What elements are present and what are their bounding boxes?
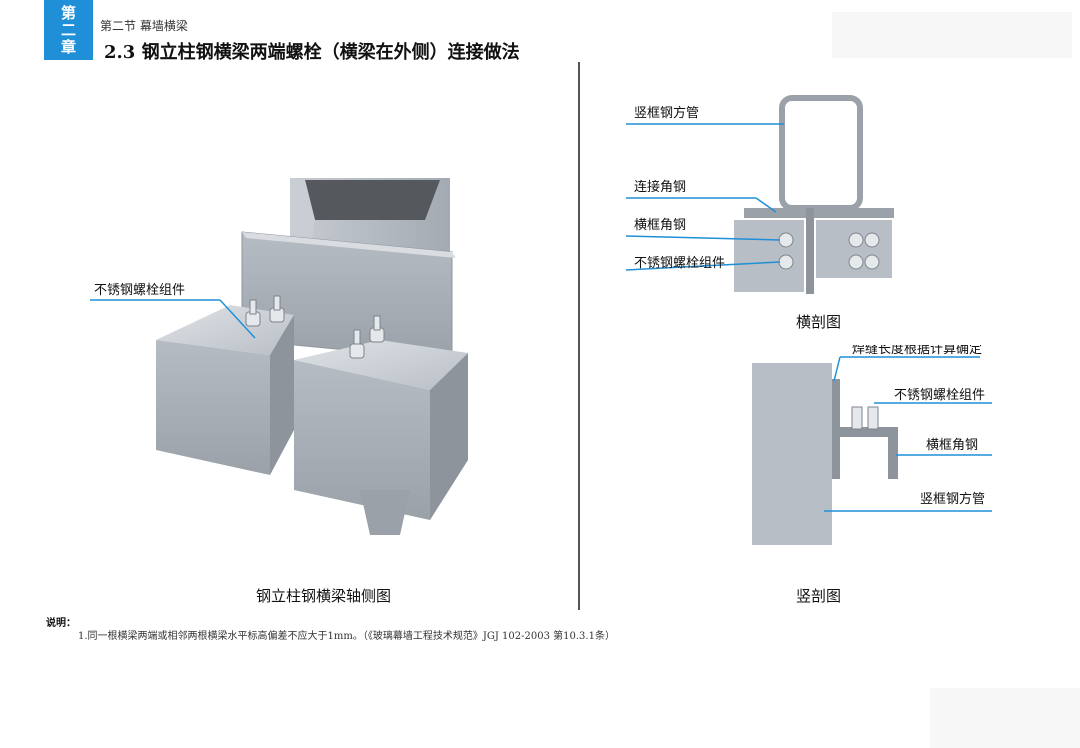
cross-label: 连接角钢 [634, 179, 686, 195]
vertical-label: 横框角钢 [926, 438, 978, 453]
cross-section-caption: 横剖图 [796, 313, 842, 331]
notes-heading: 说明： [46, 618, 76, 629]
top-right-blank [832, 12, 1072, 58]
isometric-figure: 不锈钢螺栓组件 [90, 178, 468, 535]
section-label: 第二节 幕墙横梁 [100, 19, 188, 33]
cross-label: 不锈钢螺栓组件 [634, 256, 725, 271]
chapter-tab: 第 二 章 [44, 0, 93, 60]
iso-callout-label: 不锈钢螺栓组件 [94, 283, 185, 298]
page-title: 2.3 钢立柱钢横梁两端螺栓（横梁在外侧）连接做法 [104, 42, 520, 63]
cross-label: 横框角钢 [634, 218, 686, 233]
note-item: 1.同一根横梁两端或相邻两根横梁水平标高偏差不应大于1mm。（《玻璃幕墙工程技术… [78, 631, 615, 642]
iso-caption: 钢立柱钢横梁轴侧图 [256, 587, 392, 605]
cross-section-figure: 竖框钢方管 连接角钢 横框角钢 不锈钢螺栓组件 [625, 95, 894, 294]
bottom-right-blank [930, 688, 1080, 748]
vertical-label: 焊缝长度根据计算确定 [852, 345, 982, 357]
cross-label: 竖框钢方管 [634, 105, 699, 121]
vertical-section-caption: 竖剖图 [796, 587, 842, 605]
vertical-divider [578, 62, 580, 610]
chapter-tab-char: 章 [60, 37, 76, 56]
chapter-tab-char: 第 [60, 3, 76, 22]
chapter-tab-char: 二 [60, 20, 76, 39]
vertical-label: 竖框钢方管 [920, 491, 985, 507]
vertical-section-figure: 焊缝长度根据计算确定 不锈钢螺栓组件 横框角钢 竖框钢方管 [752, 345, 992, 545]
vertical-label: 不锈钢螺栓组件 [894, 388, 985, 403]
